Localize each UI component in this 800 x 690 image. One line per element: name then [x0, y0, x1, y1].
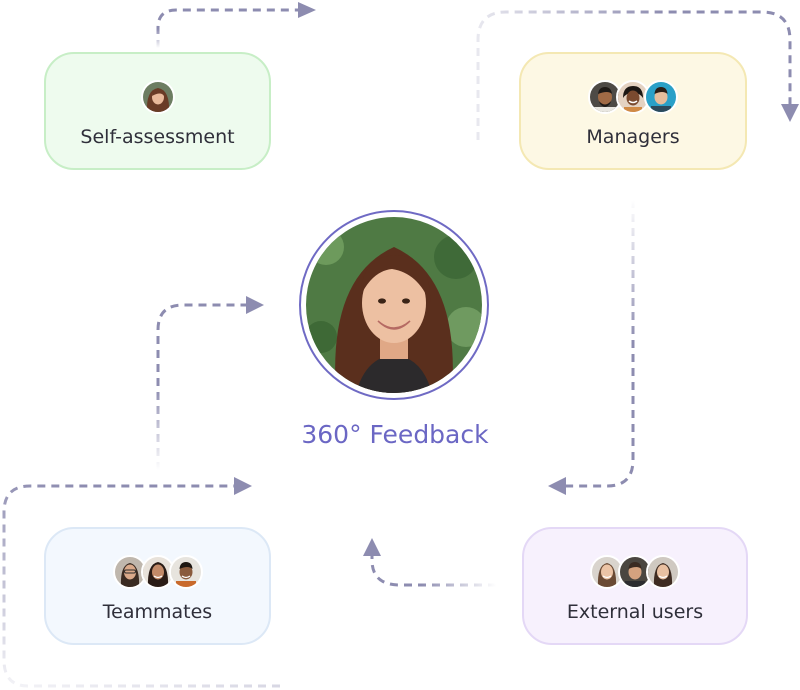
- teammates-label: Teammates: [102, 601, 213, 623]
- self-assessment-label: Self-assessment: [80, 126, 235, 148]
- avatar: [140, 80, 175, 114]
- avatar: [618, 555, 652, 589]
- center-portrait: [299, 210, 489, 400]
- teammates-card: Teammates: [44, 527, 271, 645]
- self-avatars: [140, 80, 175, 114]
- external-users-label: External users: [566, 601, 704, 623]
- self-assessment-card: Self-assessment: [44, 52, 271, 170]
- arrow-loop-to-center: [2, 477, 280, 688]
- center-title: 360° Feedback: [301, 420, 489, 449]
- avatar: [140, 555, 175, 589]
- external-users-card: External users: [522, 527, 748, 645]
- avatar: [168, 555, 203, 589]
- managers-card: Managers: [519, 52, 747, 170]
- teammates-avatars: [112, 555, 203, 589]
- arrow-self-to-top: [156, 2, 316, 48]
- arrow-top-to-managers: [476, 10, 799, 140]
- external-avatars: [590, 555, 680, 589]
- avatar: [644, 80, 678, 114]
- woman-portrait-icon: [306, 217, 482, 393]
- avatar: [112, 555, 147, 589]
- arrow-teammates-to-center: [156, 296, 264, 470]
- managers-avatars: [588, 80, 678, 114]
- arrow-managers-to-center: [548, 200, 635, 495]
- managers-label: Managers: [586, 126, 680, 148]
- arrow-external-to-center: [363, 538, 496, 587]
- avatar: [646, 555, 680, 589]
